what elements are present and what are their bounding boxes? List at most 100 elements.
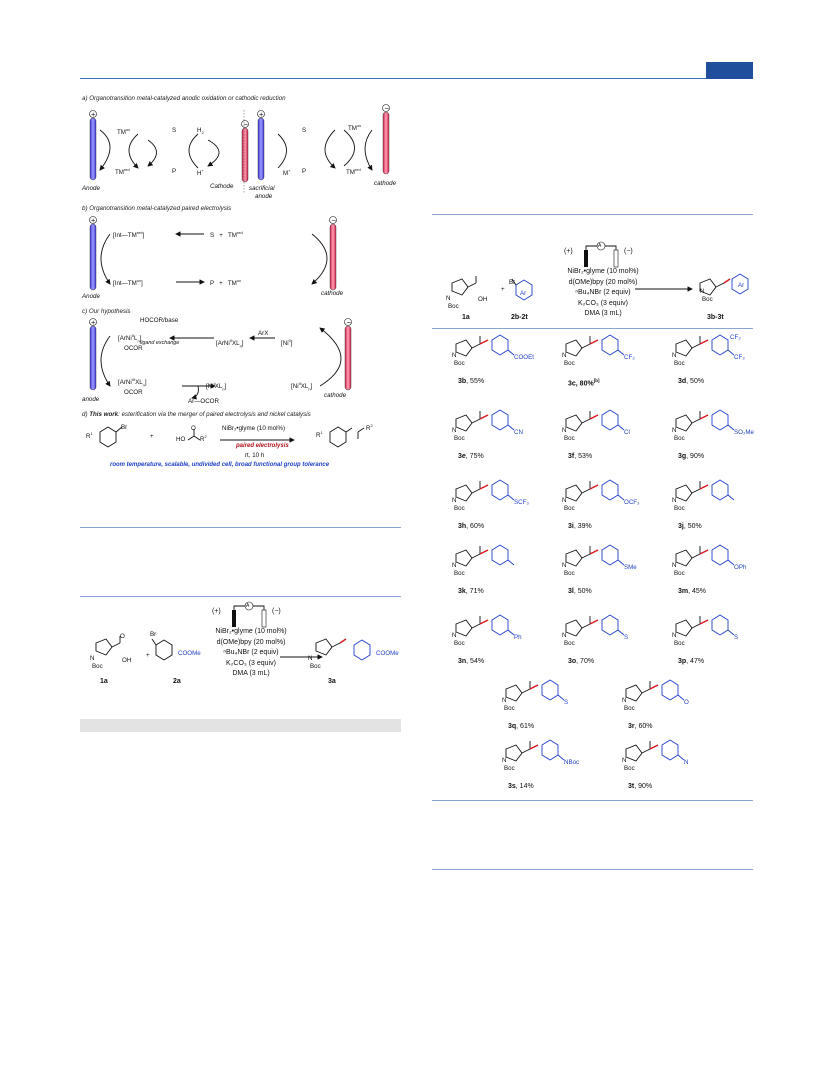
scope-entry-structure (505, 739, 565, 762)
rule-right-1 (432, 214, 753, 215)
a-tm-ox: TMox (117, 127, 131, 137)
svg-text:−: − (243, 121, 248, 128)
s2-boc: Boc (92, 663, 103, 670)
scope-entry-yield: , 70% (576, 658, 595, 665)
s2-ammeter: A (246, 603, 250, 609)
b-s-plus: S + TMred (210, 230, 243, 240)
a-sacrificial: sacrificial (249, 185, 275, 192)
scope-entry-id: 3o (568, 658, 577, 665)
s3-n: N (446, 295, 451, 302)
scope-boc: Boc (624, 765, 635, 772)
scope-entry-label: 3g, 90% (678, 453, 704, 460)
svg-text:+: + (259, 111, 264, 118)
s2-label-3a: 3a (328, 678, 336, 685)
s3-boc: Boc (448, 303, 459, 310)
s2-conditions: NiBr₂•glyme (10 mol%) d(OMe)bpy (20 mol%… (206, 627, 296, 680)
a-p2: P (302, 168, 307, 175)
scheme1-b-caption: b) Organotransition metal-catalyzed pair… (82, 205, 232, 212)
scope-n: N (562, 427, 567, 434)
scheme1-c-caption: c) Our hypothesis (82, 308, 131, 315)
scope-entry-structure (675, 409, 735, 432)
a-m-plus: M+ (283, 168, 291, 178)
s3-ar: Ar (520, 290, 527, 297)
scope-entry-label: 3d, 50% (678, 378, 704, 385)
scope-boc: Boc (674, 570, 685, 577)
scope-boc: Boc (454, 435, 465, 442)
scope-boc: Boc (454, 570, 465, 577)
d-ho: HO (176, 436, 186, 443)
s2-label-2a: 2a (173, 678, 181, 685)
s3-cond-0: NiBr₂•glyme (10 mol%) (567, 268, 639, 275)
c-ocor1: OCOR (124, 345, 143, 352)
scheme1-c-graphic: + − (89, 318, 352, 400)
scope-entry-structure (675, 479, 735, 502)
scope-substituent: OCF₃ (624, 499, 640, 506)
a-s: S (172, 127, 177, 134)
scope-entry-structure (625, 679, 685, 702)
scope-boc: Boc (454, 640, 465, 647)
scope-entry-label: 3c, 80%[b] (568, 378, 599, 387)
scope-entry-label: 3s, 14% (508, 783, 534, 790)
scope-boc: Boc (674, 435, 685, 442)
scope-boc: Boc (564, 360, 575, 367)
scope-boc: Boc (674, 505, 685, 512)
scope-entry-label: 3i, 39% (568, 523, 592, 530)
scope-substituent: SCF₃ (514, 499, 529, 506)
rule-right-2 (432, 328, 753, 329)
s3-cond-3: K₂CO₃ (3 equiv) (578, 299, 628, 307)
svg-text:+: + (91, 111, 96, 118)
scope-substituent: COOEt (514, 354, 534, 361)
d-product-r1: R1 (316, 430, 323, 440)
scope-n: N (452, 562, 457, 569)
a-p: P (172, 168, 177, 175)
scope-entry-id: 3r (628, 723, 635, 730)
cell-setup-2 (232, 601, 267, 628)
s2-plus-sign: + (146, 652, 150, 659)
scope-n: N (672, 562, 677, 569)
a-tm-red2: TMred (346, 167, 361, 177)
scope-entry-structure (675, 544, 735, 567)
scope-entry-label: 3m, 45% (678, 588, 706, 595)
scope-n: N (562, 632, 567, 639)
s2-minus: (−) (272, 608, 281, 615)
scope-boc: Boc (564, 570, 575, 577)
scope-entry-structure (455, 479, 515, 502)
scope-entry-structure (565, 479, 625, 502)
scheme1-a-caption: a) Organotransition metal-catalyzed anod… (82, 95, 286, 102)
s3-minus: (−) (624, 248, 633, 255)
scope-substituent: OPh (734, 564, 747, 571)
scope-substituent: N (684, 759, 689, 766)
scope-entry-id: 3n (458, 658, 467, 665)
s3-conditions: NiBr₂•glyme (10 mol%) d(OMe)bpy (20 mol%… (558, 267, 648, 320)
c-ocor2: OCOR (124, 389, 143, 396)
scope-n: N (502, 757, 507, 764)
scope-boc: Boc (564, 640, 575, 647)
c-ar-ocor: Ar—OCOR (188, 398, 219, 405)
scope-substituent-2: CF₃ (730, 334, 741, 341)
scope-entry-yield: , 90% (686, 453, 705, 460)
c-hocor: HOCOR/base (140, 317, 179, 324)
scope-n: N (672, 352, 677, 359)
scope-entry-yield: , 60% (634, 723, 653, 730)
scope-boc: Boc (624, 705, 635, 712)
scope-entry-yield: , 50% (686, 378, 705, 385)
scope-entry-id: 3b (458, 378, 467, 385)
s2-cond-1: d(OMe)bpy (20 mol%) (216, 638, 286, 646)
s3-label-1a: 1a (462, 314, 470, 321)
scope-substituent: CF₃ (734, 354, 745, 361)
scope-entry-id: 3i (568, 523, 574, 530)
scope-entry-id: 3q (508, 723, 517, 730)
scope-entry-yield: , 55% (466, 378, 485, 385)
scope-boc: Boc (674, 360, 685, 367)
